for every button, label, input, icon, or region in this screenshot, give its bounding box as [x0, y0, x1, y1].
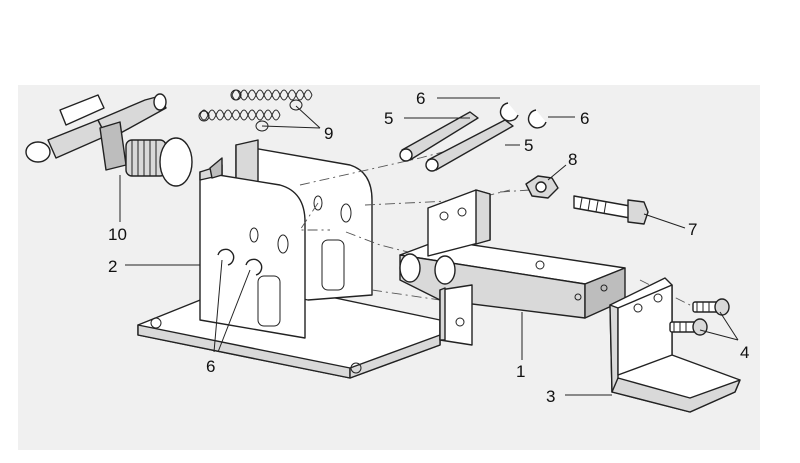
- part-6-e-clips: [217, 102, 547, 276]
- part-8-nut: [525, 175, 559, 199]
- callout-8: 8: [568, 150, 577, 169]
- callout-5-left: 5: [384, 109, 393, 128]
- callout-2: 2: [108, 257, 117, 276]
- part-3-angle-bracket: [609, 277, 741, 413]
- callout-1: 1: [516, 362, 525, 381]
- callout-10: 10: [108, 225, 127, 244]
- part-7-bolt: [573, 195, 649, 225]
- part-1-hinge-block: [399, 189, 626, 346]
- part-2-base-bracket: [137, 139, 441, 379]
- callout-9: 9: [324, 124, 333, 143]
- callout-6-top: 6: [416, 89, 425, 108]
- callout-7: 7: [688, 220, 697, 239]
- callout-5-right: 5: [524, 136, 533, 155]
- callouts: 6 6 5 5 8 7 9 10 2 6 1 3 4: [108, 89, 749, 406]
- callout-6-right: 6: [580, 109, 589, 128]
- part-10-spring-plunger: [25, 93, 193, 187]
- callout-6-bottom: 6: [206, 357, 215, 376]
- leader-lines: [119, 97, 739, 396]
- callout-3: 3: [546, 387, 555, 406]
- callout-4: 4: [740, 343, 749, 362]
- part-5-pins: [399, 111, 514, 172]
